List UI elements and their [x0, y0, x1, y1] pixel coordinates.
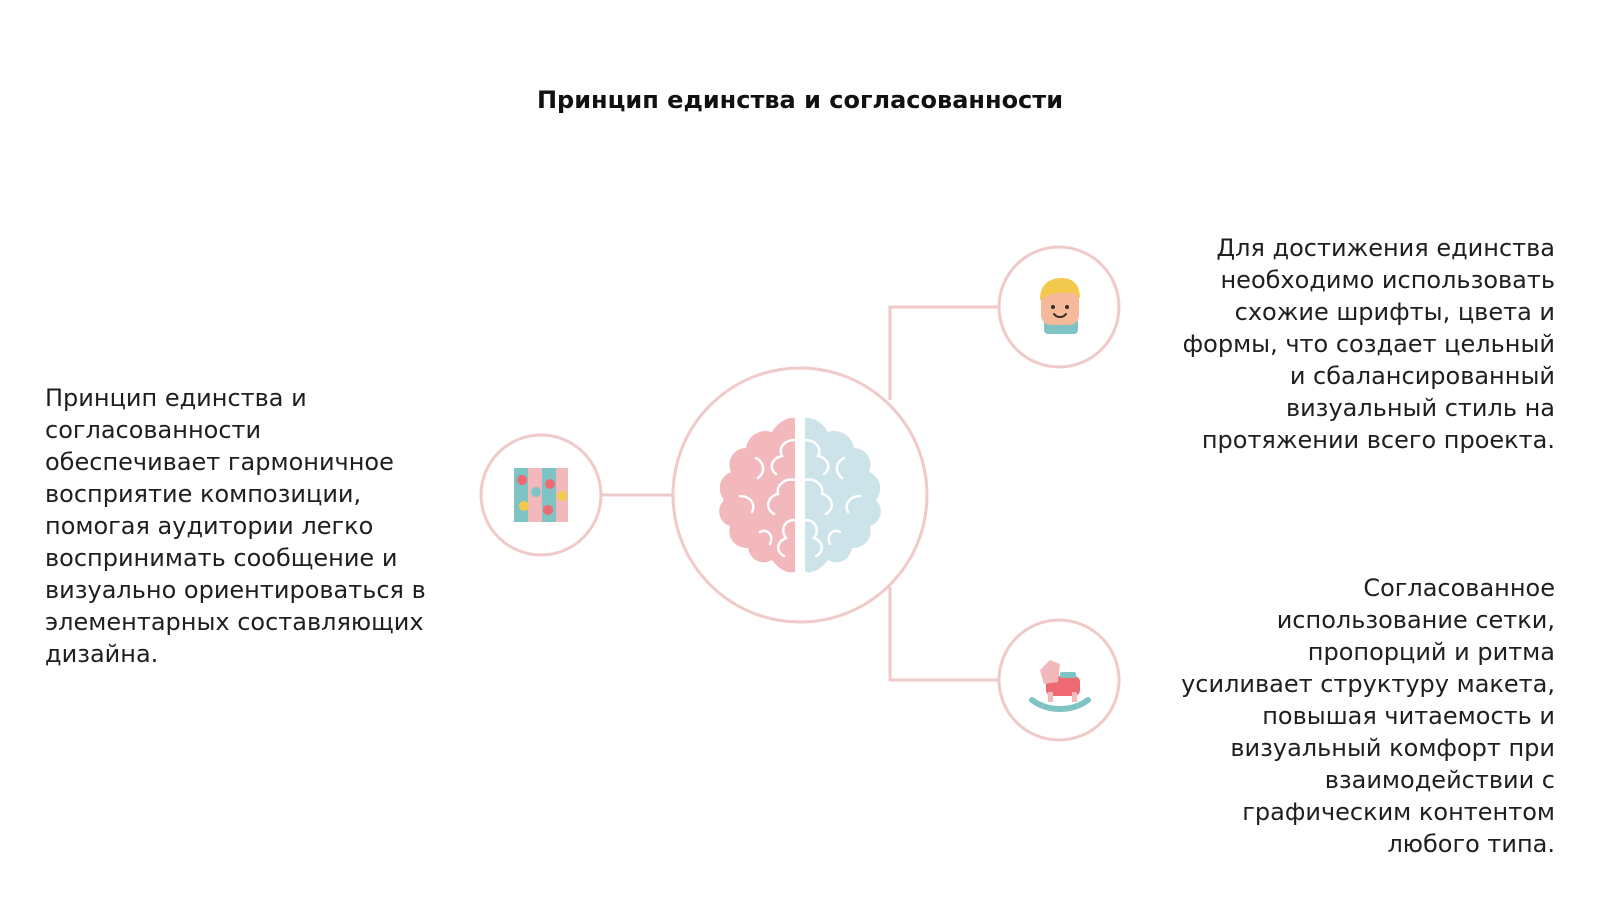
rocking-horse-icon	[1029, 660, 1091, 712]
brain-icon	[719, 417, 881, 573]
center-ring	[671, 366, 929, 624]
connector-top-right	[888, 305, 998, 400]
right-top-description: Для достижения единства необходимо испол…	[1182, 234, 1555, 454]
connector-bottom-right	[888, 587, 998, 682]
connector-lines	[601, 305, 998, 682]
child-face-icon	[1040, 278, 1080, 334]
page-title: Принцип единства и согласованности	[536, 86, 1064, 114]
left-description: Принцип единства и согласованности обесп…	[45, 384, 426, 668]
puzzle-blocks-icon	[514, 468, 568, 522]
right-bottom-description: Согласованное использование сетки, пропо…	[1181, 574, 1555, 858]
